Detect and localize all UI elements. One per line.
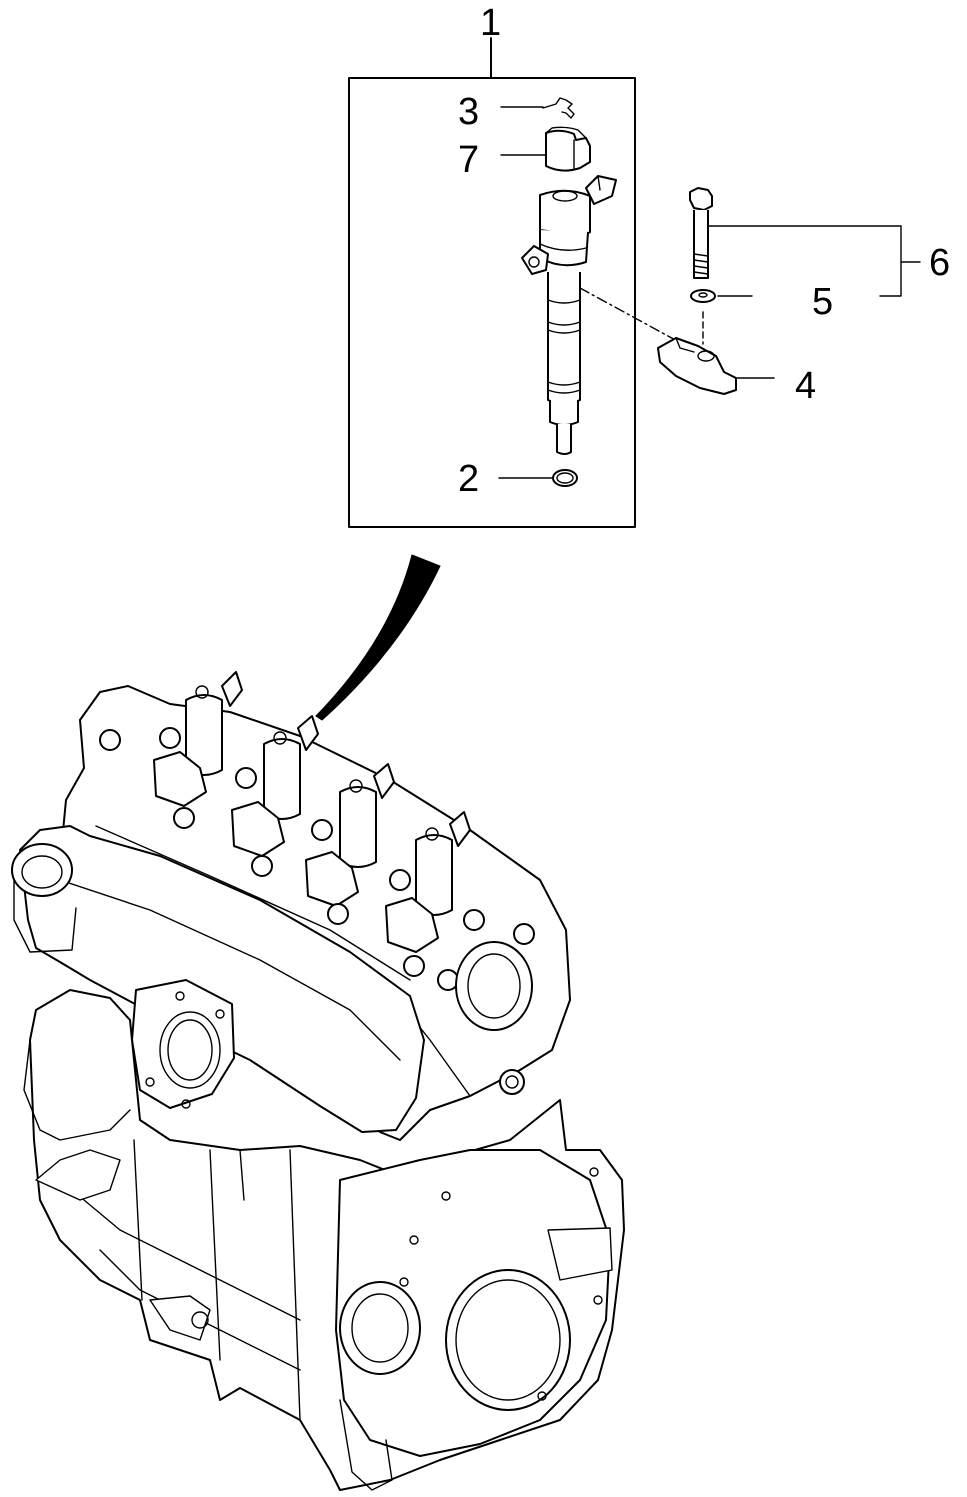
injector-kit-box <box>348 37 636 528</box>
washer-part <box>690 289 753 345</box>
location-arrow <box>315 554 441 721</box>
sleeve-part <box>500 126 591 172</box>
bolt-part <box>689 187 921 297</box>
callout-1: 1 <box>480 2 502 44</box>
o-ring-part <box>498 469 578 487</box>
callout-2: 2 <box>458 458 480 500</box>
callout-5: 5 <box>812 281 834 323</box>
clamp-part <box>657 337 775 395</box>
injector-part <box>521 175 691 455</box>
callout-7: 7 <box>458 139 480 181</box>
clip-part <box>500 97 575 119</box>
callout-6: 6 <box>929 242 951 284</box>
callout-4: 4 <box>795 365 817 407</box>
callout-3: 3 <box>458 91 480 133</box>
engine-assembly <box>11 671 625 1491</box>
